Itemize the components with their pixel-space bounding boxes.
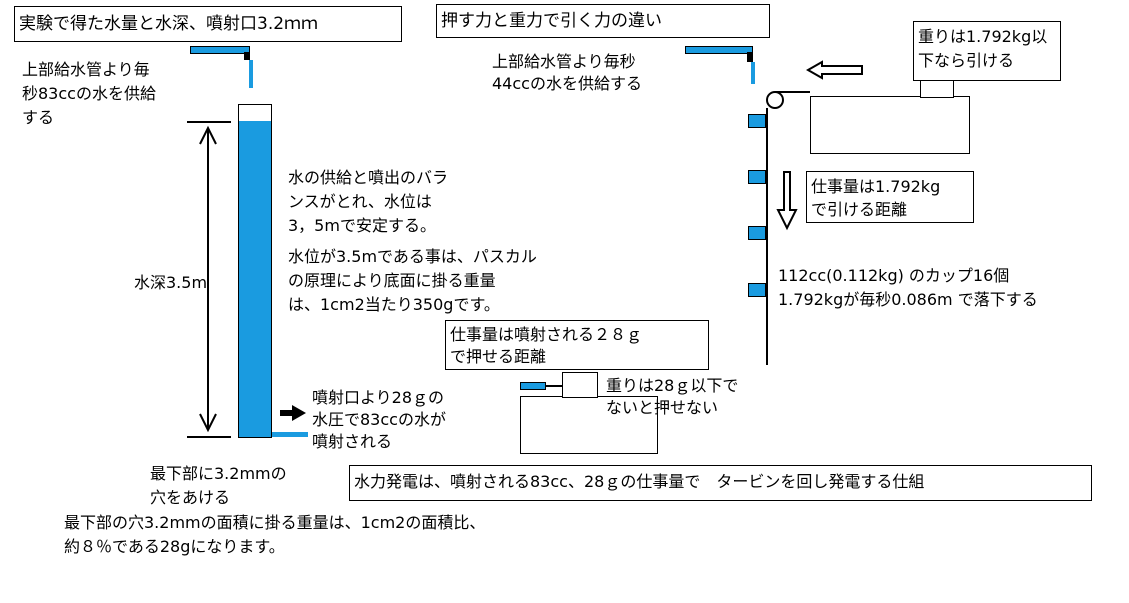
cups-text: 112cc(0.112kg) のカップ16個 1.792kgが毎秒0.086m … bbox=[778, 266, 1038, 309]
right-supply-stream bbox=[751, 62, 755, 84]
fall-direction-arrow bbox=[776, 171, 798, 231]
left-supply-stream bbox=[249, 60, 253, 88]
push-work-box: 仕事量は噴射される２８ｇ で押せる距離 bbox=[445, 320, 709, 370]
push-nozzle-link bbox=[546, 385, 562, 387]
left-title-box: 実験で得た水量と水深、噴射口3.2ｍｍ bbox=[14, 6, 402, 42]
pull-cart-body bbox=[810, 96, 970, 154]
pulley-icon bbox=[766, 91, 784, 109]
left-supply-pipe bbox=[190, 46, 250, 54]
jet-text: 噴射口より28ｇの 水圧で83ccの水が 噴射される bbox=[312, 388, 446, 451]
push-weight-text: 重りは28ｇ以下で ないと押せない bbox=[606, 376, 739, 417]
water-cup-1 bbox=[748, 114, 766, 128]
area-text: 最下部の穴3.2mmの面積に掛る重量は、1cm2の面積比、 約８％である28gに… bbox=[64, 513, 486, 556]
cup-chain-line bbox=[766, 108, 768, 365]
water-cup-2 bbox=[748, 170, 766, 184]
left-title: 実験で得た水量と水深、噴射口3.2ｍｍ bbox=[19, 14, 319, 34]
water-column-tank bbox=[238, 104, 272, 438]
depth-tick-bottom bbox=[187, 436, 231, 438]
pull-weight-box: 重りは1.792kg以 下なら引ける bbox=[913, 21, 1061, 81]
left-supply-pipe-drop bbox=[244, 52, 250, 60]
pull-work-box: 仕事量は1.792kg で引ける距離 bbox=[806, 171, 974, 223]
push-cart-body bbox=[520, 396, 658, 454]
pull-direction-arrow bbox=[805, 60, 863, 80]
left-supply-text: 上部給水管より毎 秒83ccの水を供給 する bbox=[22, 60, 156, 127]
right-supply-pipe bbox=[685, 46, 753, 54]
right-title-box: 押す力と重力で引く力の違い bbox=[436, 4, 770, 38]
push-cart-weight bbox=[562, 372, 598, 398]
jet-stream bbox=[272, 432, 308, 437]
water-cup-4 bbox=[748, 283, 766, 297]
pascal-text: 水位が3.5mである事は、パスカル の原理により底面に掛る重量 は、1cm2当た… bbox=[288, 247, 537, 314]
water-cup-3 bbox=[748, 226, 766, 240]
push-jet-nozzle bbox=[520, 382, 546, 390]
right-title: 押す力と重力で引く力の違い bbox=[441, 11, 662, 31]
right-supply-pipe-drop bbox=[747, 52, 753, 62]
jet-arrow bbox=[280, 405, 306, 421]
water-column bbox=[239, 121, 271, 437]
depth-tick-top bbox=[187, 121, 231, 123]
depth-arrow bbox=[199, 125, 217, 433]
summary-box: 水力発電は、噴射される83cc、28ｇの仕事量で タービンを回し発電する仕組 bbox=[349, 465, 1092, 501]
hole-text: 最下部に3.2mmの 穴をあける bbox=[150, 464, 287, 507]
right-supply-text: 上部給水管より毎秒 44ccの水を供給する bbox=[492, 52, 642, 93]
balance-text: 水の供給と噴出のバラ ンスがとれ、水位は 3，5mで安定する。 bbox=[288, 168, 449, 235]
depth-label: 水深3.5m bbox=[134, 273, 208, 292]
